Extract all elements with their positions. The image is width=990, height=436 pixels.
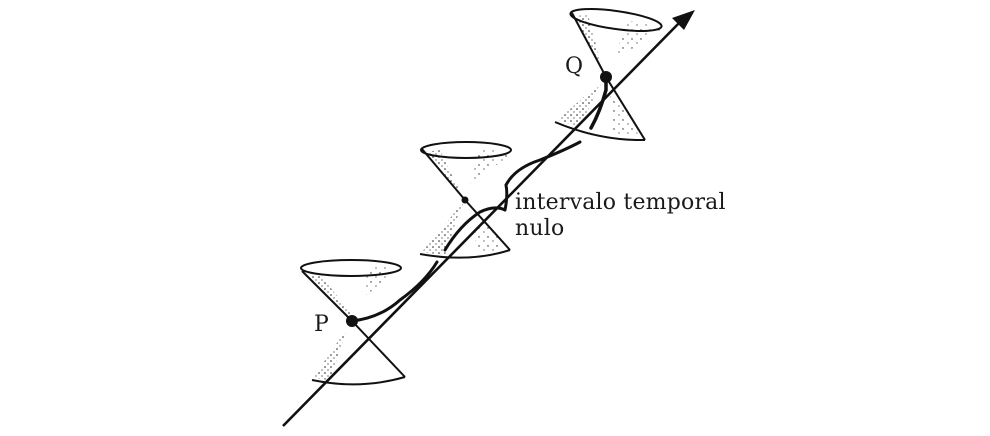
light-cone-middle	[419, 141, 512, 259]
event-p-dot	[346, 315, 358, 327]
annotation-line-2: nulo	[515, 216, 565, 241]
worldline	[282, 10, 695, 427]
event-middle-dot	[461, 196, 469, 204]
label-p: P	[314, 312, 329, 337]
annotation-line-1: intervalo temporal	[515, 190, 726, 215]
null-path	[350, 75, 608, 323]
event-q-dot	[600, 71, 612, 83]
arrowhead-icon	[672, 10, 695, 30]
light-cone-p	[300, 259, 406, 386]
label-q: Q	[565, 54, 584, 79]
